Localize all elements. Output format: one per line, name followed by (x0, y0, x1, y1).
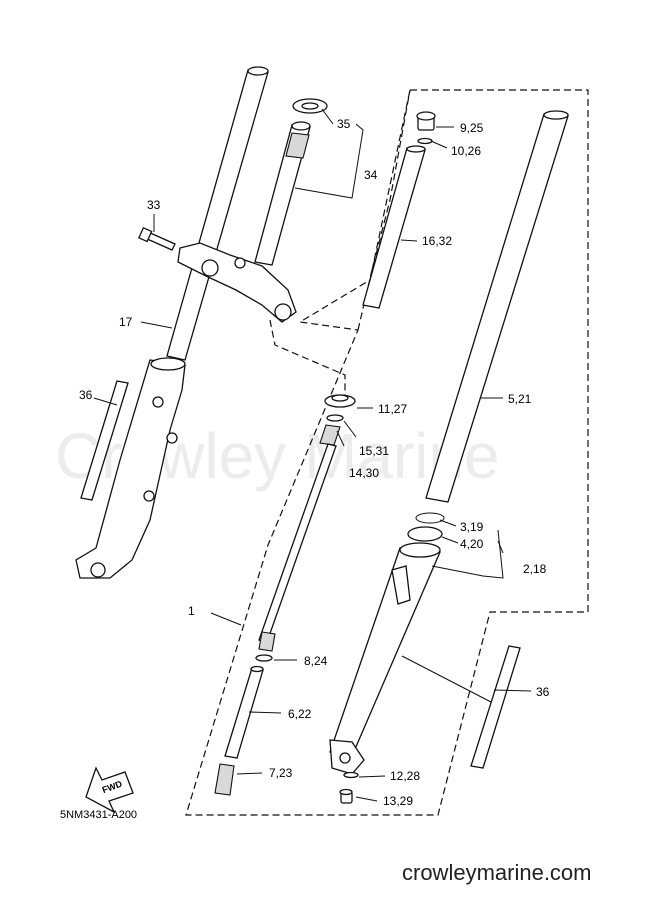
left-outer-tube (75, 359, 186, 579)
callout-36-left: 36 (79, 388, 93, 402)
under-bracket-bolt-hole (234, 257, 246, 269)
inner-group-outline (357, 89, 411, 331)
steering-stem-top (291, 121, 311, 131)
spring-7 (214, 763, 235, 796)
piston-rod-6-top (250, 665, 264, 673)
outer-tube-2 (329, 547, 441, 757)
callout-33: 33 (147, 198, 161, 212)
piston-rod-6 (224, 667, 264, 759)
left-outer-tube-top (150, 357, 186, 371)
fork-guard-right (470, 645, 521, 769)
outer-tube-2-top (399, 542, 441, 558)
left-fork-boss (152, 396, 164, 408)
washer-15 (326, 414, 344, 422)
left-caliper-mount-lower (143, 490, 155, 502)
website-footer: crowleymarine.com (402, 860, 592, 885)
inner-tube-16-top (406, 145, 426, 153)
stem-thread (285, 132, 310, 159)
fwd-arrow-icon: FWD (85, 766, 134, 814)
washer-12 (343, 771, 359, 779)
left-fork-assembly (75, 66, 269, 579)
diagram-code: 5NM3431-A200 (60, 809, 137, 821)
under-bracket-left-clamp (201, 259, 219, 277)
leader-lines (93, 108, 532, 802)
callout-16-32: 16,32 (422, 234, 452, 248)
callout-3-19: 3,19 (460, 520, 484, 534)
callout-5-21: 5,21 (508, 392, 532, 406)
outer-tube-2-lug (391, 565, 411, 605)
callout-12-28: 12,28 (390, 769, 420, 783)
left-axle-hole (90, 562, 106, 578)
callout-11-27: 11,27 (378, 402, 407, 416)
ring-8 (255, 654, 273, 662)
outer-tube-5-top (543, 110, 569, 120)
fork-cap-11-inner (331, 394, 349, 402)
left-inner-tube-top (247, 66, 269, 76)
callout-17: 17 (119, 315, 133, 329)
cap-bolt-head (416, 111, 436, 121)
callout-9-25: 9,25 (460, 121, 484, 135)
callout-36-right: 36 (536, 685, 550, 699)
callout-1: 1 (188, 604, 195, 618)
oil-seal-35-inner (301, 102, 319, 110)
o-ring-10 (417, 137, 433, 145)
callout-34: 34 (364, 168, 378, 182)
left-caliper-mount-upper (166, 432, 178, 444)
circlip-3 (415, 512, 445, 524)
callout-35: 35 (337, 117, 351, 131)
fork-guard-left (80, 380, 129, 501)
callout-14-30: 14,30 (349, 466, 379, 480)
callout-7-23: 7,23 (269, 766, 293, 780)
callout-4-20: 4,20 (460, 537, 484, 551)
callout-6-22: 6,22 (288, 707, 312, 721)
callout-13-29: 13,29 (383, 794, 413, 808)
left-inner-tube (166, 69, 269, 361)
callout-10-26: 10,26 (451, 144, 481, 158)
callout-8-24: 8,24 (304, 654, 328, 668)
callout-15-31: 15,31 (359, 444, 389, 458)
rebound-spring-8 (258, 631, 276, 652)
bracket-to-cap-outline (269, 319, 346, 395)
callout-2-18: 2,18 (523, 562, 547, 576)
pinch-bolt-head (138, 226, 153, 243)
assembly-group-outline (185, 89, 589, 816)
outer-tube-2-axle-hole (339, 752, 351, 764)
drain-bolt-13-head (339, 788, 353, 796)
under-bracket-assembly (177, 121, 311, 323)
oil-seal-4 (407, 526, 443, 542)
under-bracket-right-clamp (274, 303, 292, 321)
